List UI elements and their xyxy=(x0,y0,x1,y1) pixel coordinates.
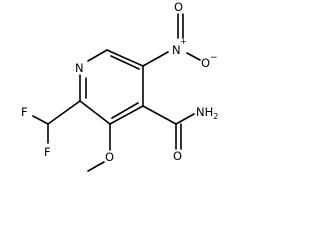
nitro-nitrogen-charge: + xyxy=(180,37,187,46)
bond-c3-c2 xyxy=(79,100,111,125)
bond-c5-nitro xyxy=(142,51,169,67)
bond-c4-c3 xyxy=(109,105,144,125)
nitro-oxygen-minus-label: O xyxy=(201,56,210,70)
methoxy-oxygen-label: O xyxy=(105,150,114,164)
bond-c4-carbonyl xyxy=(142,105,177,125)
bond-methoxy-ch3 xyxy=(87,161,105,172)
molecule-diagram: N N + O O − F F O O NH2 xyxy=(21,0,218,172)
amide-oxygen-label: O xyxy=(173,149,182,163)
amide-nh2-label: NH2 xyxy=(196,105,218,121)
ring-nitrogen-label: N xyxy=(75,61,84,75)
bond-n-c6 xyxy=(87,49,108,62)
bond-c6-c5 xyxy=(106,49,144,67)
bond-carbonyl-nh2 xyxy=(175,113,195,125)
amide-nh2-subscript: 2 xyxy=(213,112,218,121)
fluorine-top-label: F xyxy=(21,105,28,119)
bond-chf2-f-top xyxy=(32,115,49,125)
bond-c2-chf2 xyxy=(47,100,81,125)
nitro-oxygen-top-label: O xyxy=(174,0,183,14)
amide-nh-text: NH xyxy=(196,105,213,119)
nitro-oxygen-charge: − xyxy=(210,53,218,63)
bond-c6-c5-double xyxy=(110,55,140,70)
fluorine-bottom-label: F xyxy=(44,145,51,159)
nitro-nitrogen-label: N xyxy=(172,43,181,57)
structure-svg: N N + O O − F F O O NH2 xyxy=(21,0,218,172)
bond-nitro-o-minus xyxy=(186,52,201,61)
bond-c4-c3-double xyxy=(111,102,139,119)
bonds xyxy=(32,13,201,172)
